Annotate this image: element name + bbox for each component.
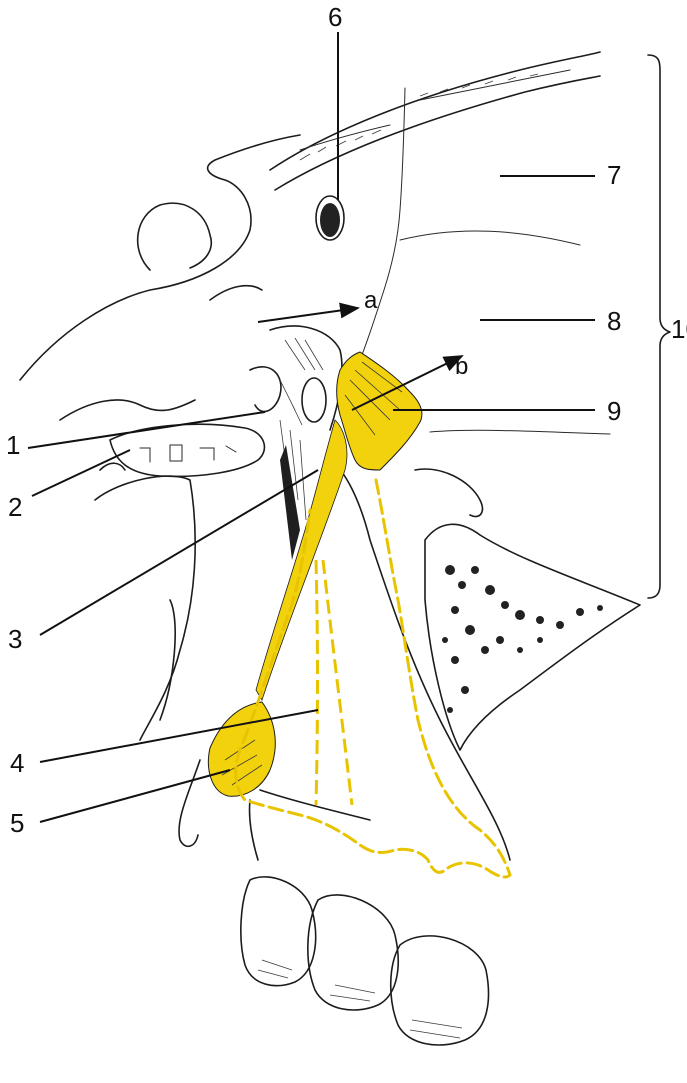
label-8: 8 [607, 306, 621, 336]
dashed-inner-line-2 [323, 560, 352, 805]
teeth [241, 877, 489, 1045]
label-10: 10 [671, 314, 687, 344]
label-7: 7 [607, 160, 621, 190]
label-b: b [455, 353, 468, 380]
label-6: 6 [328, 2, 342, 32]
highlighted-bone [208, 352, 422, 796]
label-2: 2 [8, 492, 22, 522]
arrow-a [258, 308, 358, 322]
label-5: 5 [10, 808, 24, 838]
label-a: a [364, 287, 378, 314]
leader-line-4 [40, 710, 318, 762]
leader-line-2 [32, 450, 130, 496]
dashed-inner-line-1 [316, 560, 318, 805]
dashed-outline [236, 480, 510, 877]
foramen-shadow [320, 203, 340, 237]
leader-line-5 [40, 770, 230, 822]
label-4: 4 [10, 748, 24, 778]
label-1: 1 [6, 430, 20, 460]
palatine-foramen [302, 378, 326, 422]
label-9: 9 [607, 396, 621, 426]
label-3: 3 [8, 624, 22, 654]
skull-outline [20, 52, 610, 434]
leader-line-3 [40, 470, 318, 635]
bracket-10 [648, 55, 670, 598]
spongy-bone-texture [442, 565, 603, 713]
leader-lines [28, 32, 595, 822]
